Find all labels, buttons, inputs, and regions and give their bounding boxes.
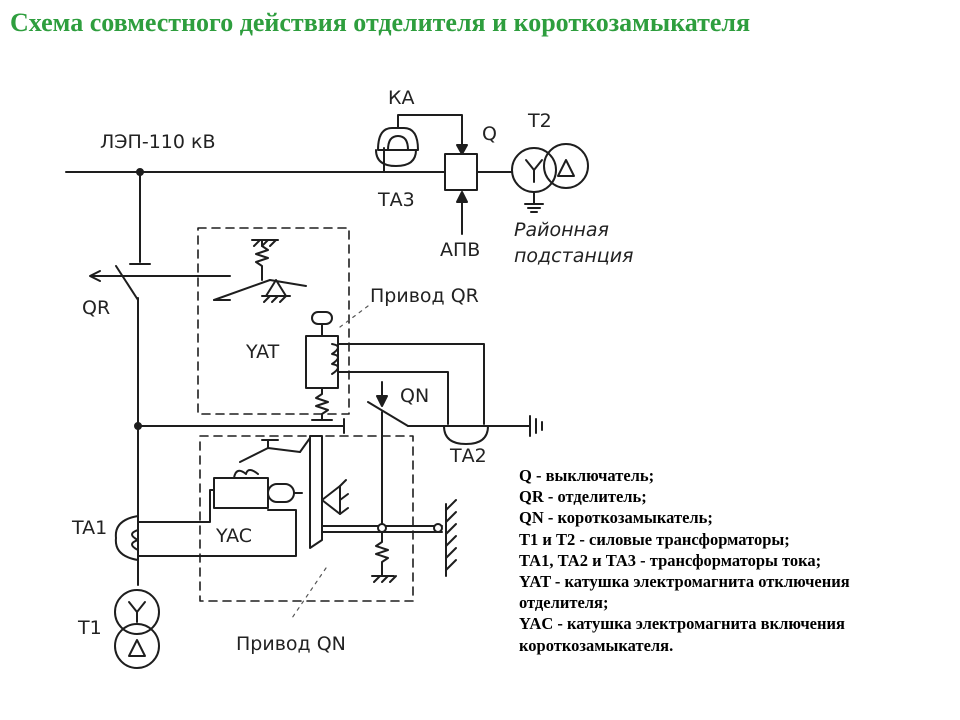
disconnector-qr — [89, 265, 231, 301]
yat-circuit — [337, 343, 485, 425]
label-yac: YAC — [215, 525, 252, 547]
ground-bus — [137, 415, 543, 437]
main-bus — [134, 297, 142, 586]
label-substation-line2: подстанция — [514, 245, 633, 267]
right-ground-wall — [445, 499, 457, 577]
legend-item: ТА1, ТА2 и ТА3 - трансформаторы тока; — [519, 550, 822, 570]
diagram-title: Схема совместного действия отделителя и … — [10, 8, 751, 37]
legend-item: YAC - катушка электромагнита включения — [519, 614, 845, 634]
label-t1: T1 — [77, 617, 102, 639]
label-q: Q — [482, 123, 497, 145]
label-ka: КА — [388, 87, 415, 109]
legend-item: YAT - катушка электромагнита отключения — [519, 572, 850, 592]
breaker-q — [444, 153, 513, 191]
label-qn: QN — [400, 385, 429, 407]
label-qr: QR — [82, 297, 110, 319]
current-transformer-ta2 — [443, 425, 489, 445]
label-yat: YAT — [245, 341, 280, 363]
legend-item: Q - выключатель; — [519, 466, 655, 485]
label-t2: T2 — [527, 110, 552, 132]
legend-item: отделителя; — [519, 593, 609, 613]
drive-qn-box — [199, 435, 443, 602]
label-line-110kv: ЛЭП-110 кВ — [100, 131, 216, 153]
legend-item: Т1 и Т2 - силовые трансформаторы; — [519, 529, 790, 549]
label-drive-qr: Привод QR — [370, 285, 479, 307]
leader-lines — [291, 305, 369, 619]
label-substation-line1: Районная — [514, 219, 609, 241]
transformer-t2 — [511, 143, 589, 213]
relay-ka — [397, 114, 468, 155]
transformer-t1 — [114, 589, 160, 669]
current-transformer-ta3 — [375, 127, 419, 173]
label-drive-qn: Привод QN — [236, 633, 346, 655]
label-ta3: ТА3 — [377, 189, 415, 211]
auto-reclose-apv — [456, 191, 468, 235]
legend-item: короткозамыкателя. — [519, 635, 674, 655]
power-line-110kv — [65, 168, 513, 265]
label-ta2: ТА2 — [449, 445, 487, 467]
legend-item: QR - отделитель; — [519, 487, 647, 507]
legend: Q - выключатель; QR - отделитель; QN - к… — [519, 465, 954, 656]
current-transformer-ta1 — [114, 489, 297, 561]
short-circuiter-qn — [367, 381, 409, 531]
drive-qr-box — [197, 227, 350, 421]
legend-item: QN - короткозамыкатель; — [519, 508, 713, 528]
label-ta1: TA1 — [71, 517, 107, 539]
label-apv: АПВ — [440, 239, 480, 261]
